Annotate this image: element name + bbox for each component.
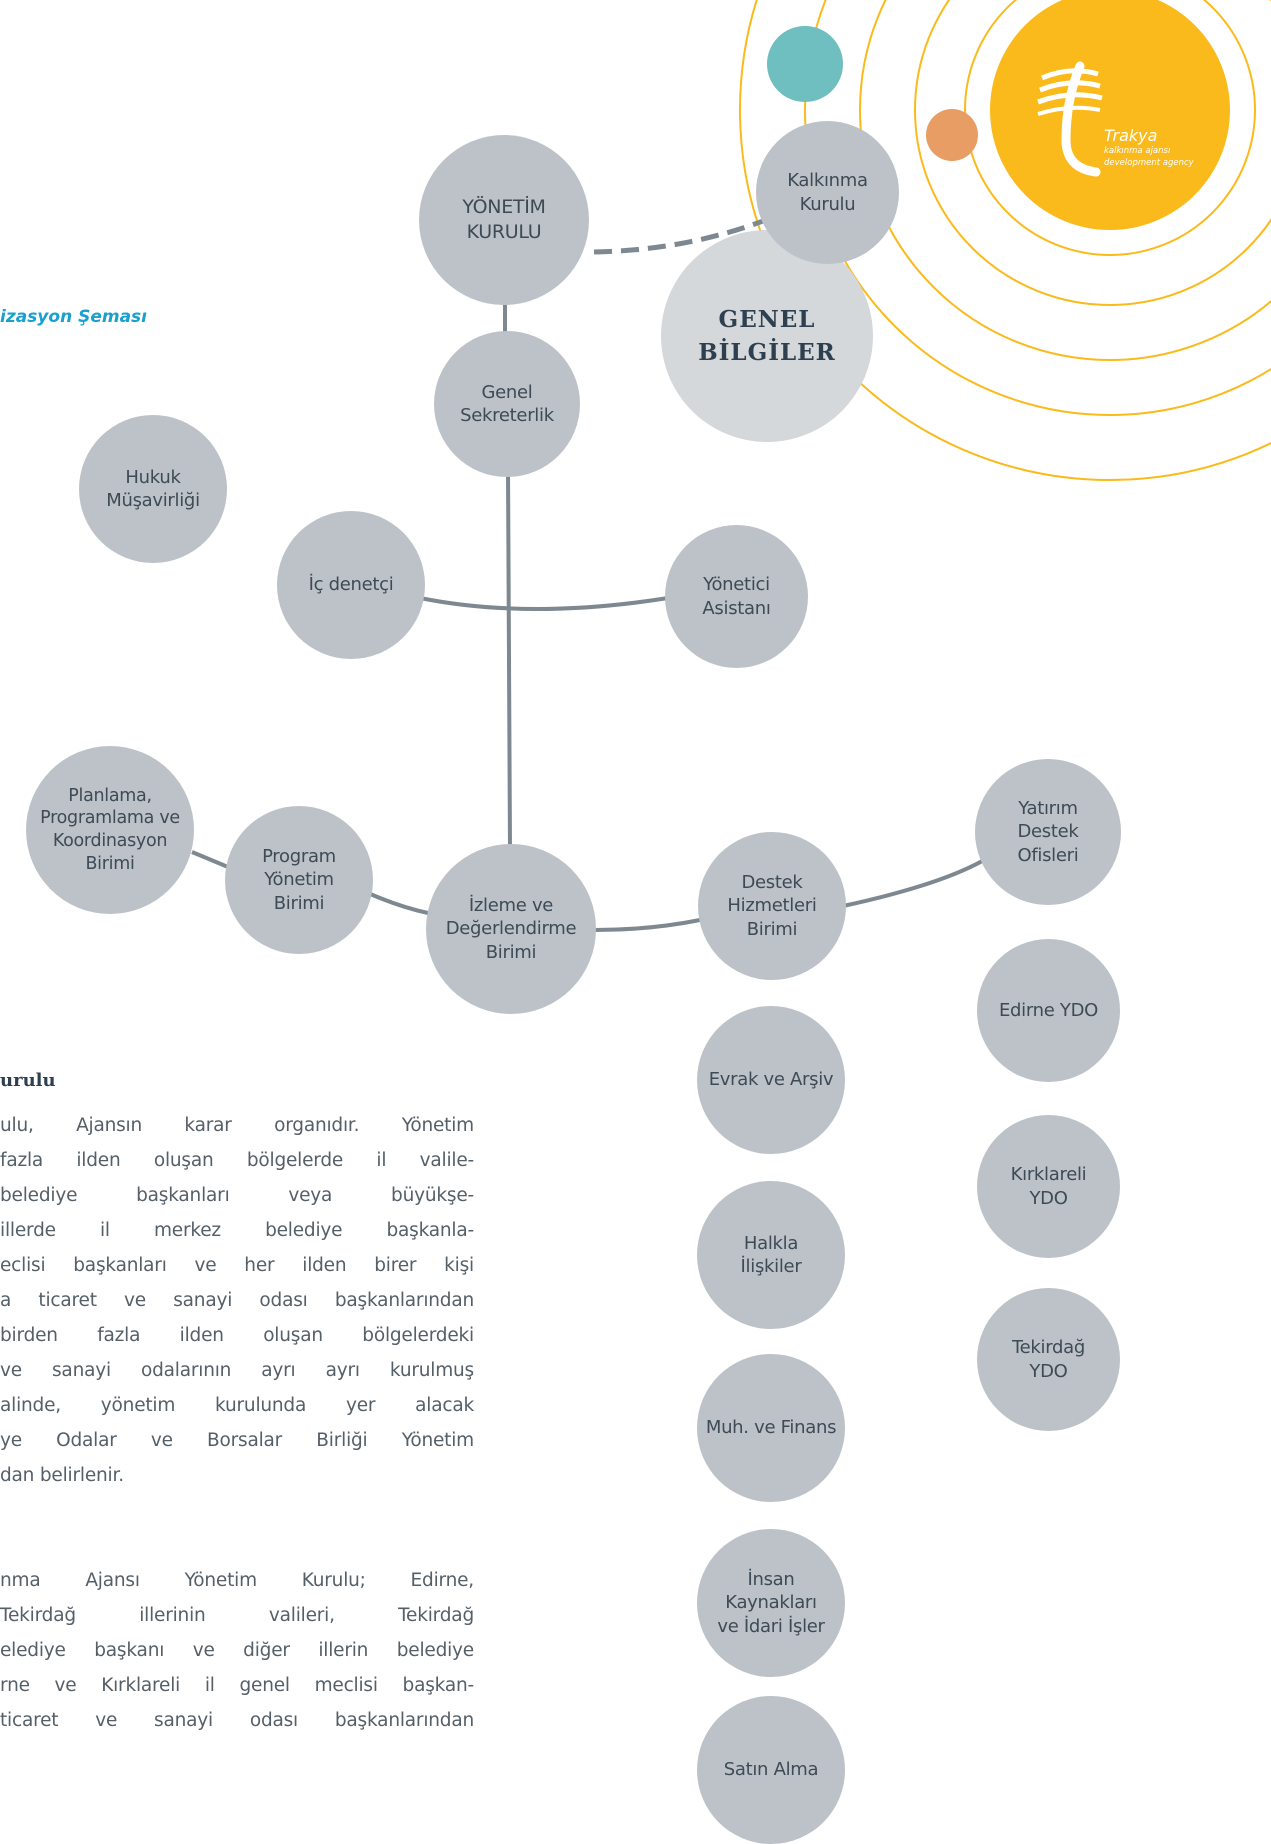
- text-line: alinde, yönetim kurulunda yer alacak: [0, 1395, 474, 1416]
- node-evrak-arsiv: Evrak ve Arşiv: [697, 1006, 845, 1154]
- node-izleme-degerlendirme-birimi: İzleme ve Değerlendirme Birimi: [426, 844, 596, 1014]
- solid-connectors: [191, 300, 985, 932]
- text-line: Tekirdağ illerinin valileri, Tekirdağ: [0, 1605, 474, 1626]
- node-edirne-ydo: Edirne YDO: [977, 939, 1120, 1082]
- text-line: eclisi başkanları ve her ilden birer kiş…: [0, 1255, 474, 1276]
- text-line: ve sanayi odalarının ayrı ayrı kurulmuş: [0, 1360, 474, 1381]
- node-halkla-iliskiler: Halkla İlişkiler: [697, 1181, 845, 1329]
- orbit-arc: [964, 0, 1256, 256]
- node-satin-alma: Satın Alma: [697, 1696, 845, 1844]
- text-line: nma Ajansı Yönetim Kurulu; Edirne,: [0, 1570, 474, 1591]
- text-line: elediye başkanı ve diğer illerin belediy…: [0, 1640, 474, 1661]
- logo-tagline-1: kalkınma ajansı: [1104, 146, 1171, 156]
- text-line: a ticaret ve sanayi odası başkanlarından: [0, 1290, 474, 1311]
- node-yatirim-destek-ofisleri: Yatırım Destek Ofisleri: [975, 759, 1121, 905]
- node-tekirdag-ydo: Tekirdağ YDO: [977, 1288, 1120, 1431]
- node-genel-sekreterlik: Genel Sekreterlik: [434, 331, 580, 477]
- text-line: illerde il merkez belediye başkanla-: [0, 1220, 474, 1241]
- section-title: izasyon Şeması: [0, 307, 147, 327]
- text-line: belediye başkanları veya büyükşe-: [0, 1185, 474, 1206]
- kurul-paragraph-1: ulu, Ajansın karar organıdır. Yönetim fa…: [0, 1108, 474, 1493]
- genel-bilgiler-badge: GENEL BİLGİLER: [661, 230, 873, 442]
- orbit-arc: [914, 0, 1271, 306]
- node-yonetim-kurulu: YÖNETİM KURULU: [419, 135, 589, 305]
- teal-dot: [767, 26, 843, 102]
- text-line: ye Odalar ve Borsalar Birliği Yönetim: [0, 1430, 474, 1451]
- kurul-paragraph-2: nma Ajansı Yönetim Kurulu; Edirne, Tekir…: [0, 1563, 474, 1738]
- kurul-heading: urulu: [0, 1070, 56, 1091]
- trakya-logo-icon: [1037, 61, 1103, 177]
- node-planlama-birimi: Planlama, Programlama ve Koordinasyon Bi…: [26, 746, 194, 914]
- node-destek-hizmetleri-birimi: Destek Hizmetleri Birimi: [698, 832, 846, 980]
- node-kirklareli-ydo: Kırklareli YDO: [977, 1115, 1120, 1258]
- node-ic-denetci: İç denetçi: [277, 511, 425, 659]
- node-insan-kaynaklari: İnsan Kaynakları ve İdari İşler: [697, 1529, 845, 1677]
- text-line: ulu, Ajansın karar organıdır. Yönetim: [0, 1115, 474, 1136]
- text-line: ticaret ve sanayi odası başkanlarından: [0, 1710, 474, 1731]
- text-line: fazla ilden oluşan bölgelerde il valile-: [0, 1150, 474, 1171]
- logo-name: Trakya: [1104, 126, 1158, 145]
- orbit-arc: [859, 0, 1271, 361]
- orange-dot: [926, 109, 978, 161]
- node-yonetici-asistani: Yönetici Asistanı: [665, 525, 808, 668]
- node-program-yonetim-birimi: Program Yönetim Birimi: [225, 806, 373, 954]
- text-line: rne ve Kırklareli il genel meclisi başka…: [0, 1675, 474, 1696]
- logo-sun: [990, 0, 1230, 230]
- orbit-arc: [804, 0, 1271, 416]
- orbit-arcs: [739, 0, 1271, 481]
- logo-tagline-2: development agency: [1104, 158, 1194, 168]
- text-line: birden fazla ilden oluşan bölgelerdeki: [0, 1325, 474, 1346]
- orbit-arc: [739, 0, 1271, 481]
- node-kalkinma-kurulu: Kalkınma Kurulu: [756, 121, 899, 264]
- text-line: dan belirlenir.: [0, 1465, 124, 1486]
- node-muhasebe-finans: Muh. ve Finans: [697, 1354, 845, 1502]
- node-hukuk-musavirligi: Hukuk Müşavirliği: [79, 415, 227, 563]
